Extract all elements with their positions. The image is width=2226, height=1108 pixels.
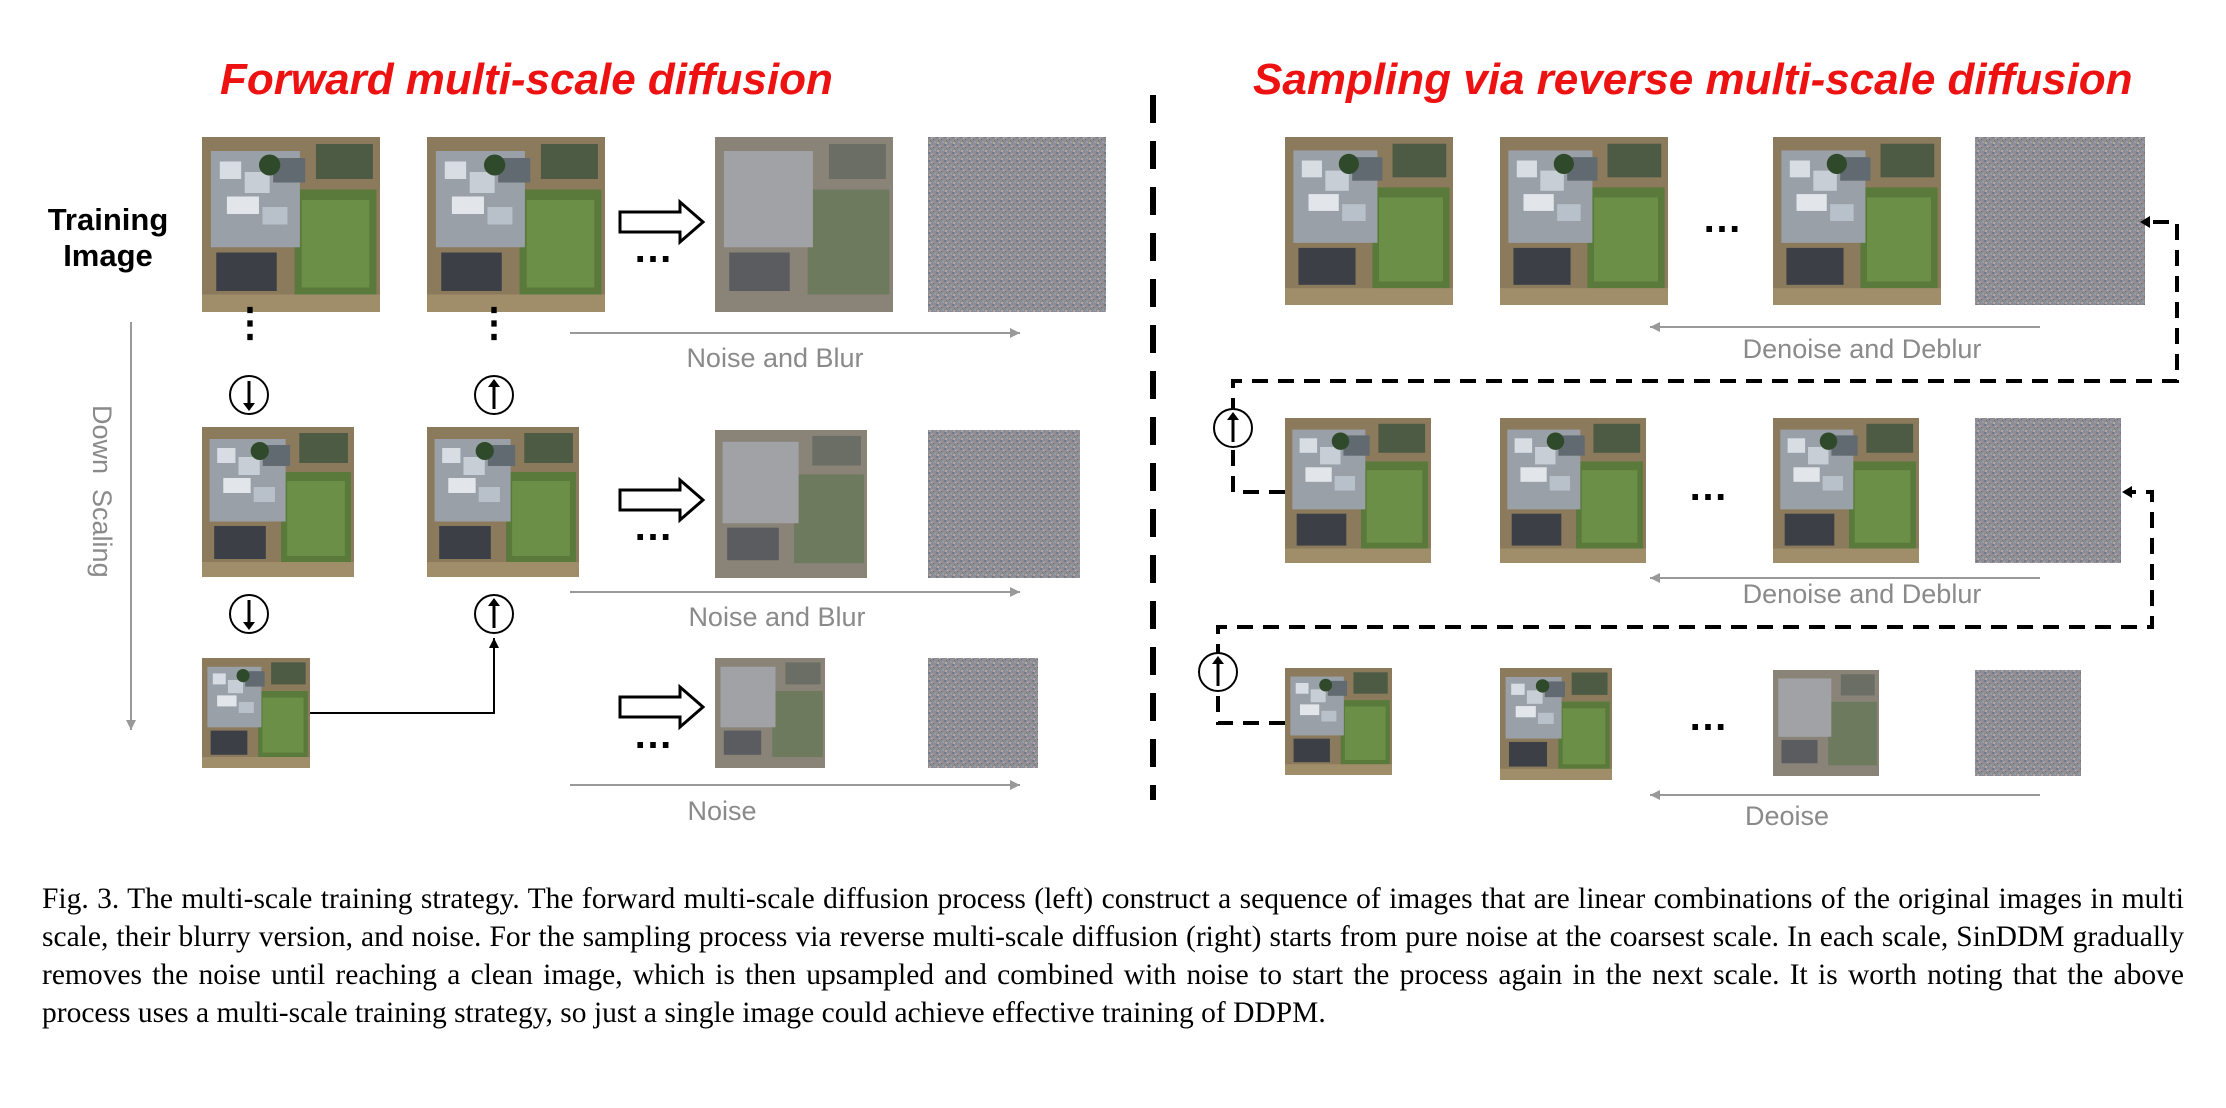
downsample-circle-icon-2 [229, 594, 269, 634]
sampled-noise-r3 [1975, 670, 2081, 776]
training-image-label-line1: Training [48, 202, 169, 237]
pure-noise-image-row1 [928, 137, 1106, 312]
vertical-ellipsis-left: ⋮ [230, 301, 270, 345]
upsample-circle-icon-2 [474, 594, 514, 634]
training-image-coarse-scale [202, 658, 310, 768]
vertical-ellipsis-right: ⋮ [474, 301, 514, 345]
forward-arrow-row3 [618, 683, 706, 731]
left-title: Forward multi-scale diffusion [220, 55, 833, 104]
sampled-image-r1-1 [1285, 137, 1453, 305]
sampled-noise-r1 [1975, 137, 2145, 305]
reconstructed-image-full-scale [427, 137, 605, 312]
downsample-circle-icon-1 [229, 375, 269, 415]
upsample-loop-row1 [1231, 220, 2179, 494]
training-image-full-scale [202, 137, 380, 312]
noisy-image-row3 [715, 658, 825, 768]
training-image-mid-scale [202, 427, 354, 577]
sampled-image-r3-3 [1773, 670, 1879, 776]
ellipsis-right-row3: … [1688, 695, 1728, 739]
denoise-label-row3: Deoise [1745, 801, 1829, 831]
pure-noise-image-row2 [928, 430, 1080, 578]
sampled-image-r2-3 [1773, 418, 1919, 563]
denoise-deblur-label-row1: Denoise and Deblur [1743, 334, 1982, 364]
pure-noise-image-row3 [928, 658, 1038, 768]
sampled-image-r2-1 [1285, 418, 1431, 563]
forward-arrow-row2 [618, 476, 706, 524]
blurred-noisy-image-row2 [715, 430, 867, 578]
ellipsis-right-row2: … [1688, 465, 1728, 509]
ellipsis-right-row1: … [1702, 197, 1742, 241]
noise-label-row3: Noise [687, 796, 756, 826]
ellipsis-row3: … [633, 713, 673, 757]
upsample-circle-icon-1 [474, 375, 514, 415]
sampled-image-r2-2 [1500, 418, 1646, 563]
training-image-label-line2: Image [63, 238, 153, 273]
ellipsis-row2: … [633, 505, 673, 549]
coarse-to-upsample-connector [310, 638, 499, 714]
blurred-noisy-image-row1 [715, 137, 893, 312]
noise-blur-label-row1: Noise and Blur [686, 343, 863, 373]
sampled-image-r3-1 [1285, 668, 1392, 775]
sampled-noise-r2 [1975, 418, 2121, 563]
upsample-circle-icon-right-1 [1213, 408, 1253, 448]
upsample-loop-row2 [1216, 490, 2154, 725]
denoise-deblur-label-row2: Denoise and Deblur [1743, 579, 1982, 609]
reconstructed-image-mid-scale [427, 427, 579, 577]
figure-caption: Fig. 3. The multi-scale training strateg… [42, 883, 2184, 1029]
upsample-circle-icon-right-2 [1198, 652, 1238, 692]
sampled-image-r1-2 [1500, 137, 1668, 305]
noise-blur-label-row2: Noise and Blur [688, 602, 865, 632]
sampled-image-r3-2 [1500, 668, 1612, 780]
down-scaling-label: Down Scaling [87, 405, 117, 578]
forward-arrow-row1 [618, 198, 706, 246]
ellipsis-row1: … [633, 227, 673, 271]
right-title: Sampling via reverse multi-scale diffusi… [1253, 55, 2132, 104]
multi-scale-diffusion-figure: Forward multi-scale diffusion Sampling v… [48, 55, 2179, 831]
sampled-image-r1-3 [1773, 137, 1941, 305]
